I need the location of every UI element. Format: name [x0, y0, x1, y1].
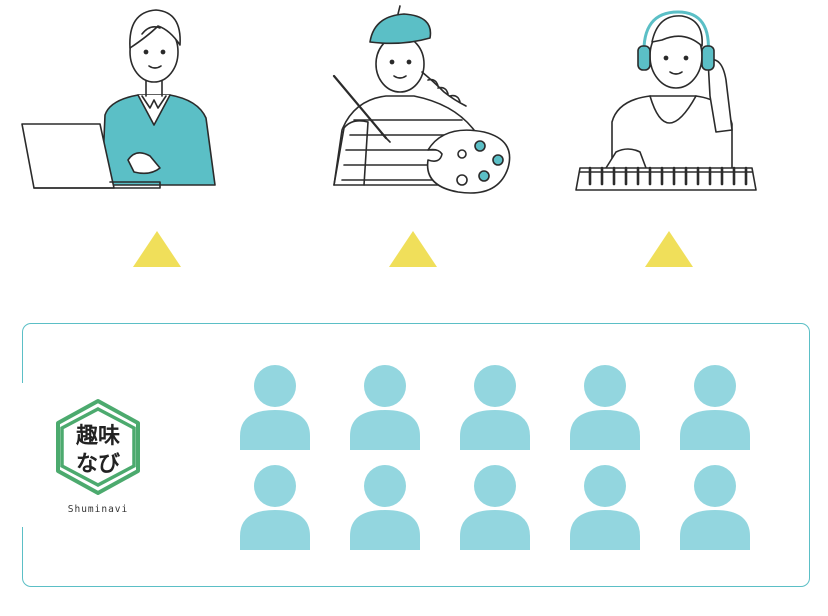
member-person-icon	[348, 364, 422, 450]
member-person-icon	[348, 464, 422, 550]
shuminavi-logo: 趣味 なび Shuminavi	[0, 383, 196, 527]
member-person-icon	[568, 364, 642, 450]
member-person-icon	[458, 464, 532, 550]
member-person-icon	[568, 464, 642, 550]
office-worker-illustration	[10, 0, 250, 200]
svg-text:趣味: 趣味	[75, 423, 120, 449]
member-person-icon	[458, 364, 532, 450]
member-person-icon	[238, 364, 312, 450]
up-arrow-icon	[644, 229, 694, 269]
up-arrow-icon	[132, 229, 182, 269]
up-arrow-icon	[388, 229, 438, 269]
member-person-icon	[678, 364, 752, 450]
logo-label: Shuminavi	[67, 504, 129, 515]
member-icons-grid	[238, 364, 758, 554]
svg-text:なび: なび	[76, 452, 120, 477]
member-person-icon	[238, 464, 312, 550]
musician-illustration	[566, 0, 806, 200]
painter-illustration	[294, 0, 534, 200]
member-person-icon	[678, 464, 752, 550]
